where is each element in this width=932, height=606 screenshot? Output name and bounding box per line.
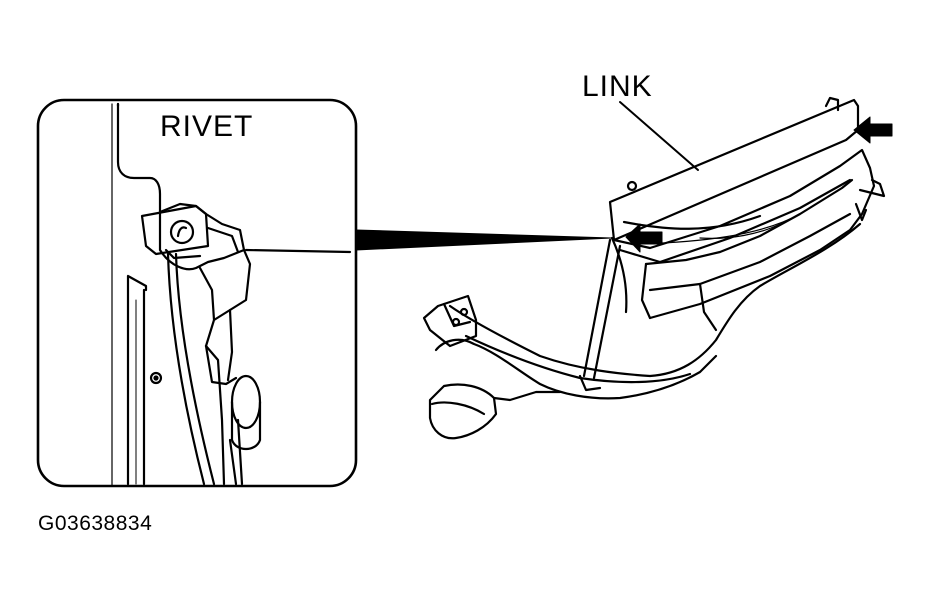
pointer-arrow-upper-icon xyxy=(853,116,893,144)
rivet-plate xyxy=(140,204,210,256)
motor-housing xyxy=(434,338,718,400)
vertical-channel xyxy=(126,274,148,486)
pulley-housing xyxy=(644,178,854,266)
scissor-arm xyxy=(582,238,622,380)
regulator-arm xyxy=(158,202,246,271)
door-frame-edge xyxy=(116,102,162,214)
window-regulator-assembly xyxy=(422,96,886,440)
window-cable xyxy=(166,252,206,486)
pointer-arrow-lower-icon xyxy=(625,223,663,253)
detail-inset xyxy=(36,98,358,488)
link-label: LINK xyxy=(582,70,653,103)
link-leader-line xyxy=(619,101,699,171)
upper-rail xyxy=(612,148,876,320)
regulator-body xyxy=(198,248,252,386)
figure-id: G03638834 xyxy=(38,512,153,535)
rivet-label: RIVET xyxy=(160,110,254,143)
inset-frame xyxy=(36,98,358,488)
callout-wedge-icon xyxy=(355,229,613,251)
lower-frame xyxy=(448,222,862,378)
rivet-head xyxy=(169,219,195,245)
mounting-bracket xyxy=(422,294,478,348)
